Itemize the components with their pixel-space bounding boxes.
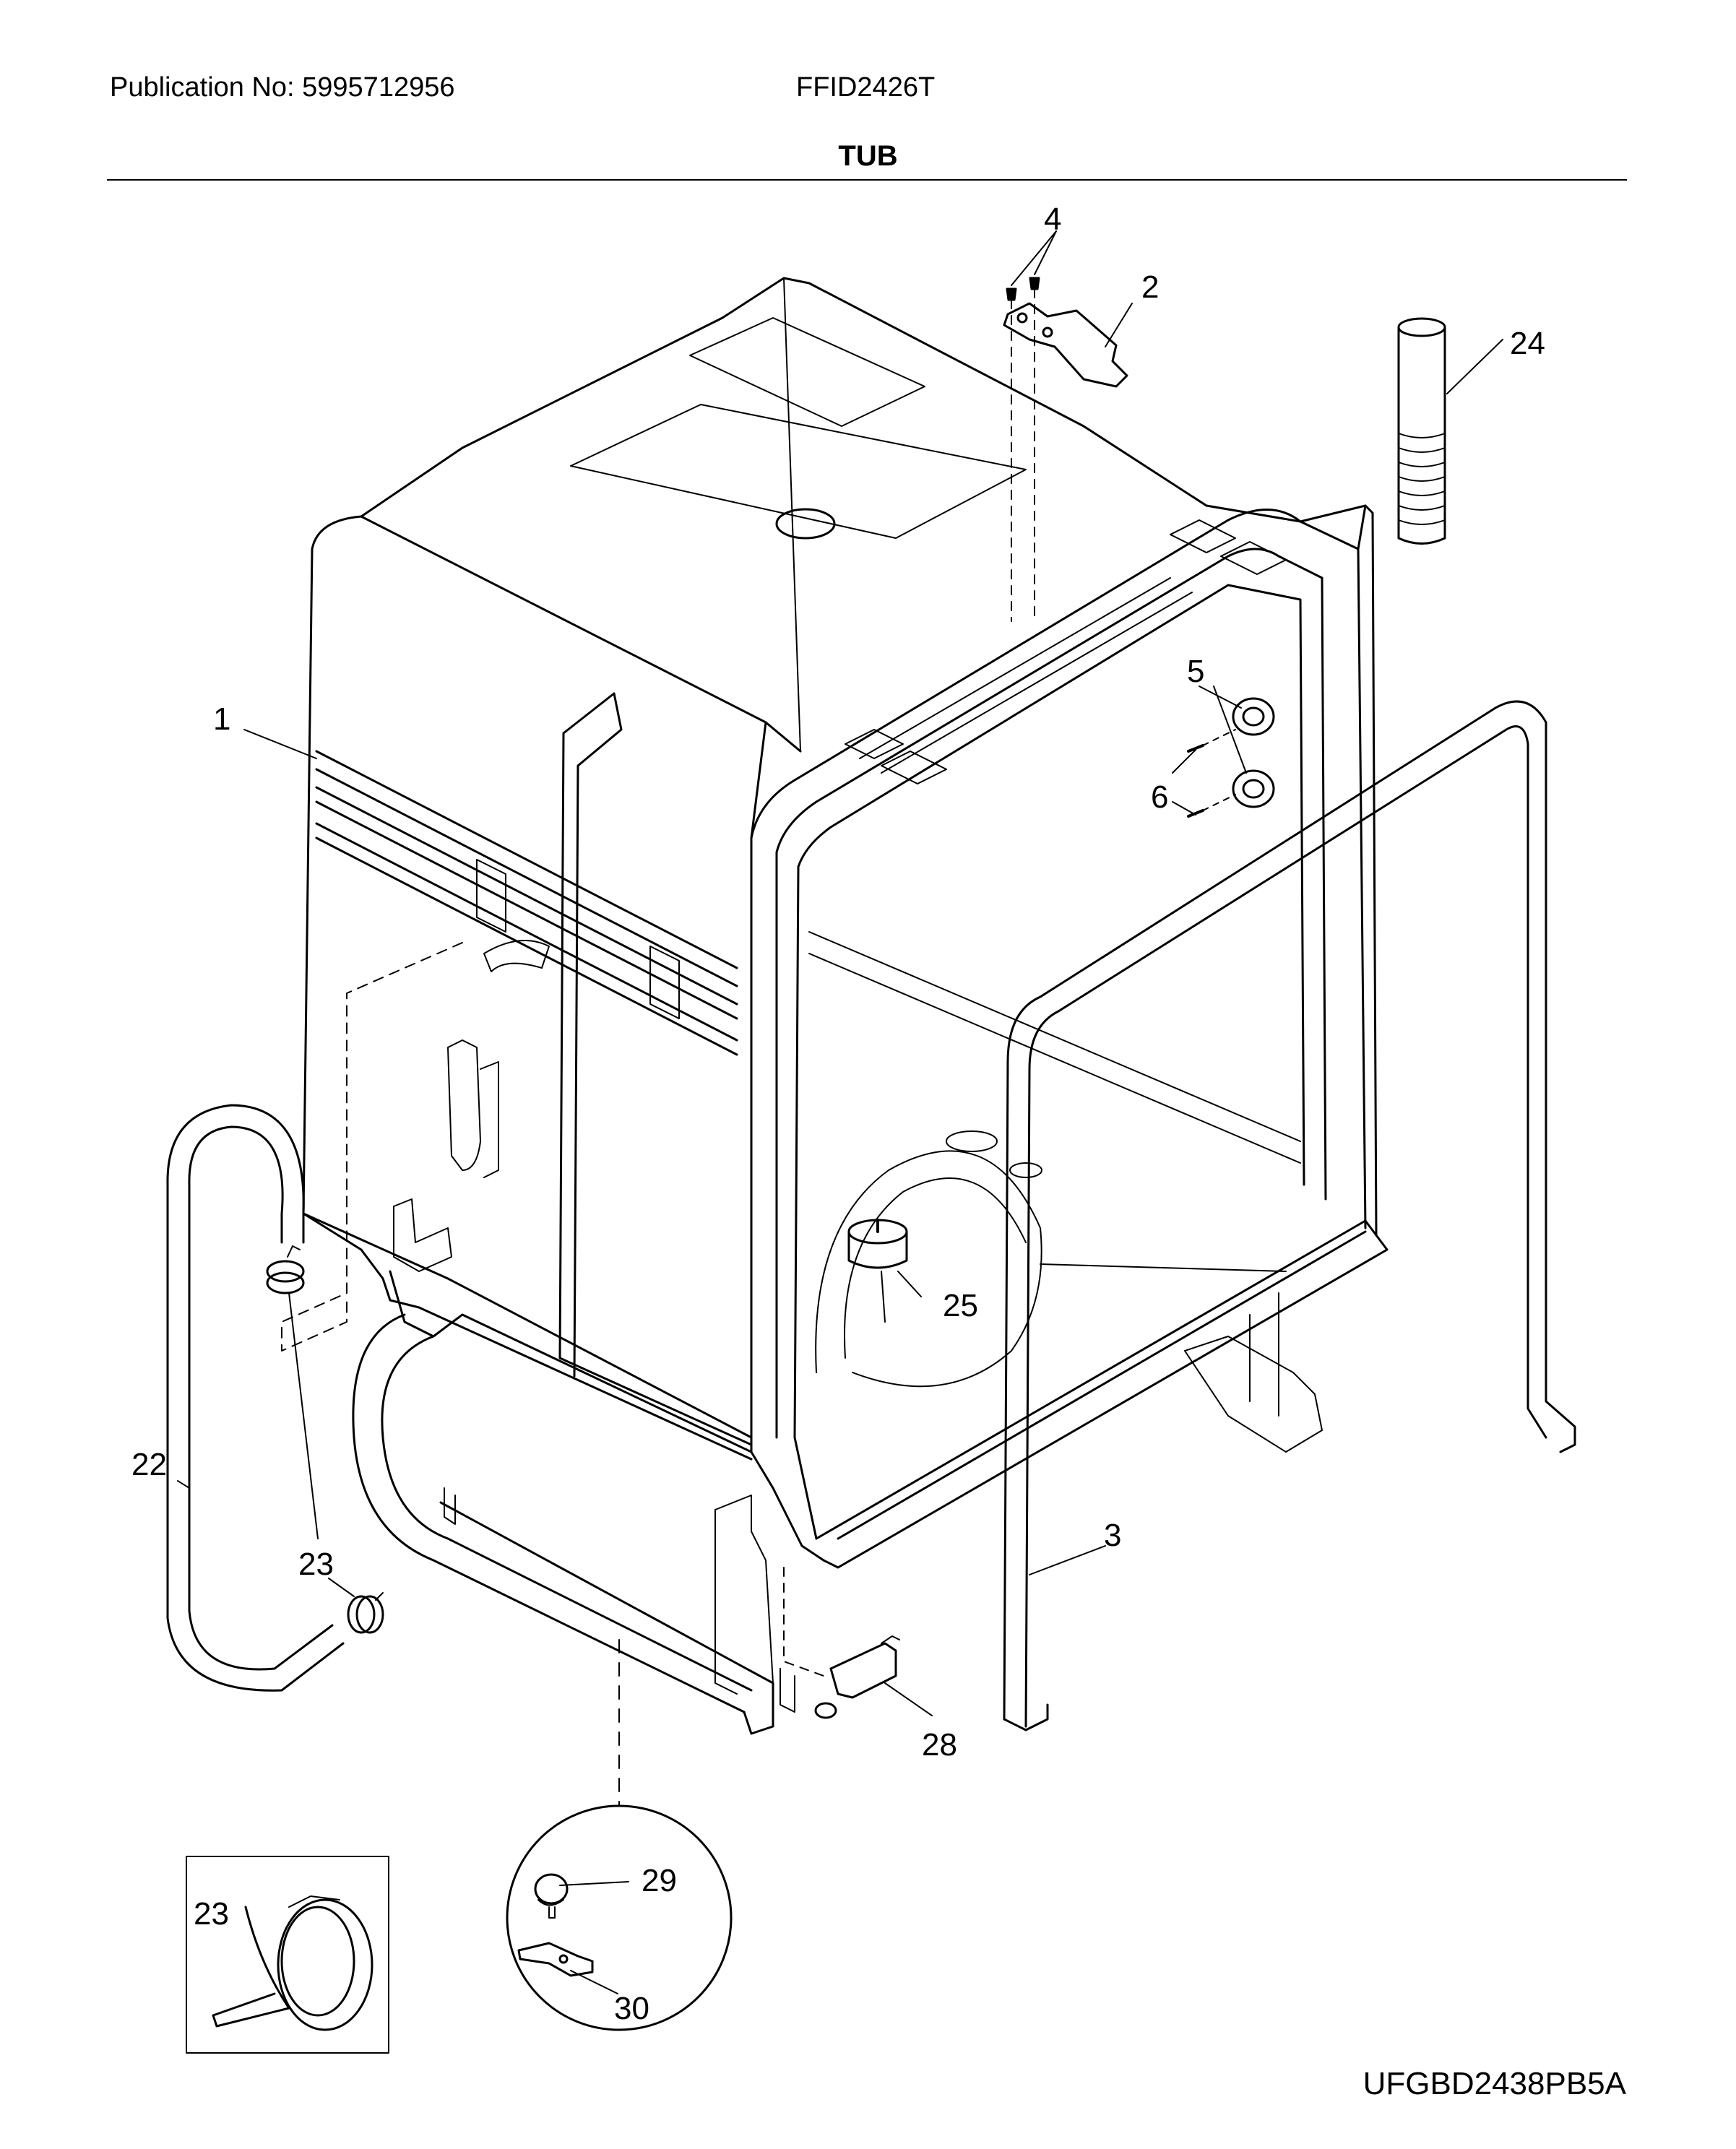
page-title: TUB	[838, 140, 898, 172]
part-3-door-gasket	[1003, 700, 1576, 1731]
tub-interior	[808, 931, 1301, 1388]
vent-assembly	[393, 940, 550, 1272]
part-28-float-switch	[814, 1635, 900, 1719]
diagram-code: UFGBD2438PB5A	[1363, 2066, 1626, 2101]
detail-circle-parts	[506, 1804, 733, 2031]
base-frame	[352, 1313, 795, 1735]
callout-3: 3	[1104, 1518, 1121, 1553]
callout-1: 1	[213, 701, 230, 737]
part-5-grommets	[1232, 697, 1275, 808]
callout-2: 2	[1141, 269, 1159, 305]
part-2-bracket	[1003, 302, 1128, 388]
part-24-hose-connector	[1397, 317, 1446, 545]
tub-support-legs	[1184, 1292, 1323, 1453]
callout-24: 24	[1510, 326, 1545, 361]
publication-number: Publication No: 5995712956	[110, 72, 455, 103]
callout-4: 4	[1044, 202, 1061, 237]
part-6-screws	[1187, 729, 1236, 818]
callout-leaders	[177, 230, 1503, 1994]
callout-23: 23	[298, 1547, 334, 1582]
part-25-float	[847, 1219, 908, 1323]
callout-23-detail: 23	[194, 1896, 229, 1932]
callout-5: 5	[1187, 654, 1204, 689]
callout-28: 28	[922, 1727, 957, 1763]
tub-body	[302, 277, 1367, 1461]
part-23-hose-clamps	[266, 1245, 384, 1634]
callout-6: 6	[1151, 779, 1168, 815]
model-number: FFID2426T	[796, 72, 936, 103]
detail-box-clamp	[186, 1856, 389, 2054]
tub-front-frame	[750, 504, 1389, 1569]
callout-22: 22	[131, 1447, 167, 1482]
part-22-fill-hose	[166, 1104, 345, 1692]
header-divider	[107, 179, 1627, 181]
callout-30: 30	[614, 1991, 649, 2026]
part-4-screws	[1006, 277, 1040, 301]
callout-25: 25	[943, 1288, 978, 1323]
callout-29: 29	[642, 1863, 677, 1898]
